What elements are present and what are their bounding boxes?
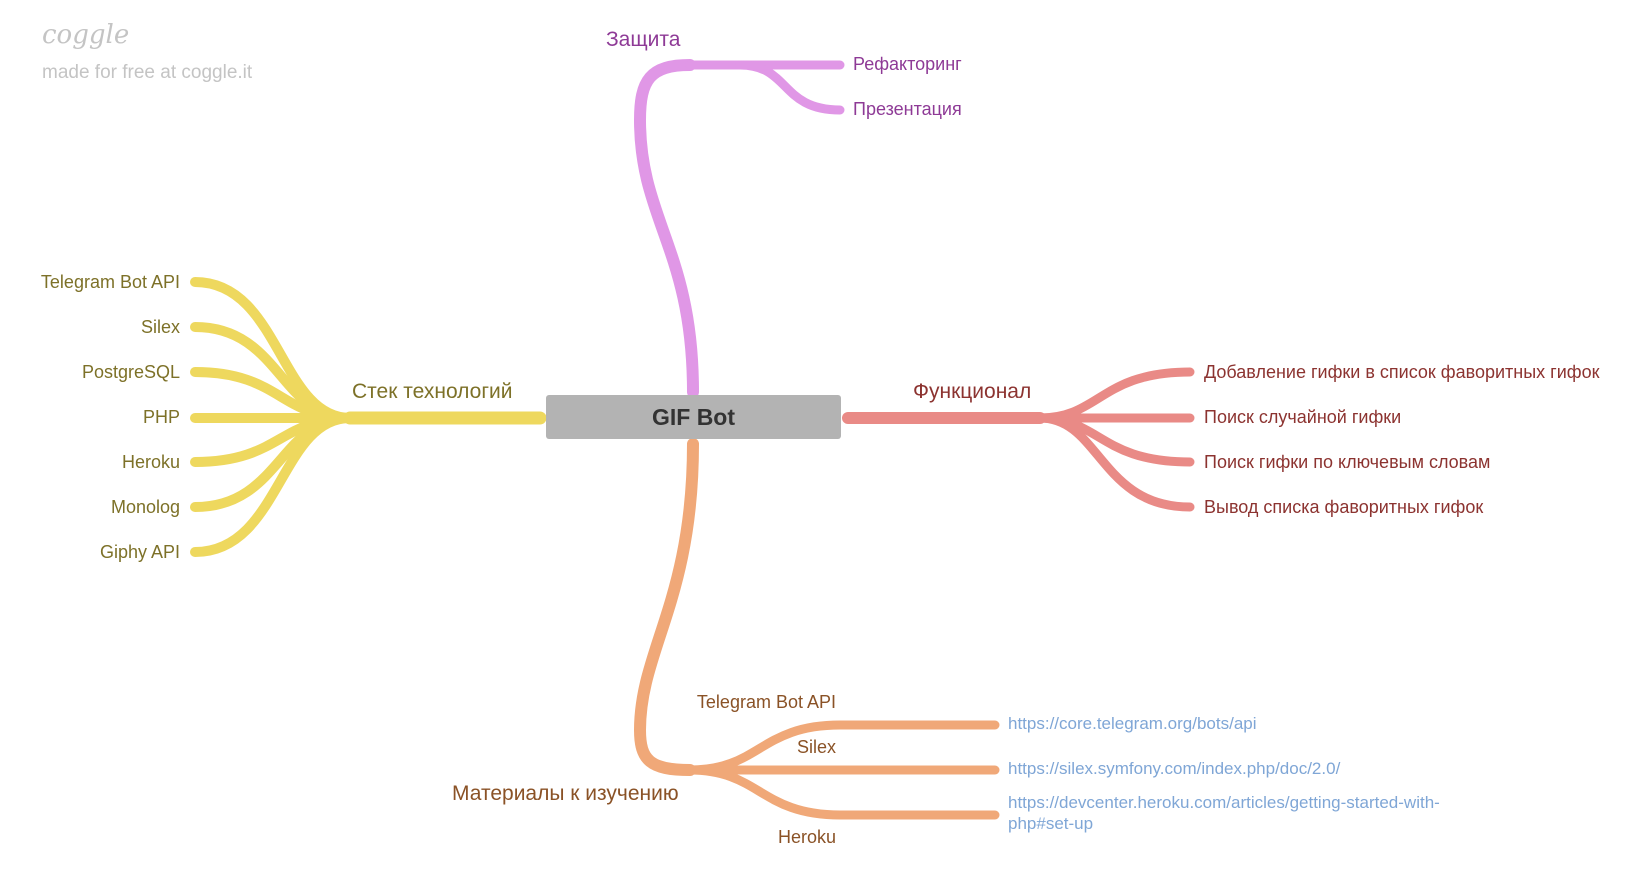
stack-item-monolog[interactable]: Monolog (110, 497, 180, 517)
stack-item-postgresql[interactable]: PostgreSQL (81, 362, 180, 382)
defense-item-refactoring[interactable]: Рефакторинг (853, 54, 962, 74)
features-item-random[interactable]: Поиск случайной гифки (1204, 407, 1402, 427)
materials-item-heroku[interactable]: Heroku (777, 827, 836, 847)
connector-stack-giphy (190, 413, 355, 557)
defense-item-presentation[interactable]: Презентация (853, 99, 962, 119)
central-node-label: GIF Bot (651, 403, 736, 430)
central-node[interactable]: GIF Bot (546, 395, 841, 439)
features-item-keyword-search[interactable]: Поиск гифки по ключевым словам (1204, 452, 1491, 472)
stack-item-php[interactable]: PHP (142, 407, 180, 427)
stack-item-silex[interactable]: Silex (140, 317, 180, 337)
connector-materials-telegram (685, 720, 1000, 775)
branch-features-label[interactable]: Функционал (913, 380, 1032, 403)
branch-materials-label[interactable]: Материалы к изучению (452, 782, 679, 805)
connector-materials (633, 438, 699, 776)
coggle-tagline: made for free at coggle.it (42, 62, 253, 83)
connector-defense-presentation (735, 60, 845, 115)
connector-features-add-favorite (1035, 367, 1195, 423)
stack-item-giphy-api[interactable]: Giphy API (99, 542, 180, 562)
features-item-favorites-list[interactable]: Вывод списка фаворитных гифок (1204, 497, 1484, 517)
stack-item-heroku[interactable]: Heroku (121, 452, 180, 472)
materials-link-silex[interactable]: https://silex.symfony.com/index.php/doc/… (1008, 759, 1341, 778)
materials-item-telegram-bot-api[interactable]: Telegram Bot API (696, 692, 836, 712)
connector-defense (633, 59, 699, 398)
connector-features-list (1035, 413, 1195, 512)
branch-stack-label[interactable]: Стек технологий (352, 380, 513, 403)
connector-stack-telegram (190, 277, 355, 423)
connector-stack-postgresql (190, 367, 355, 423)
features-item-add-favorite[interactable]: Добавление гифки в список фаворитных гиф… (1204, 362, 1600, 382)
materials-item-silex[interactable]: Silex (796, 737, 836, 757)
connector-materials-heroku (685, 765, 1000, 820)
materials-link-telegram[interactable]: https://core.telegram.org/bots/api (1008, 714, 1257, 733)
materials-link-heroku[interactable]: https://devcenter.heroku.com/articles/ge… (1008, 793, 1440, 833)
stack-item-telegram-bot-api[interactable]: Telegram Bot API (40, 272, 180, 292)
coggle-logo: coggle (42, 20, 130, 50)
branch-defense-label[interactable]: Защита (606, 28, 681, 51)
